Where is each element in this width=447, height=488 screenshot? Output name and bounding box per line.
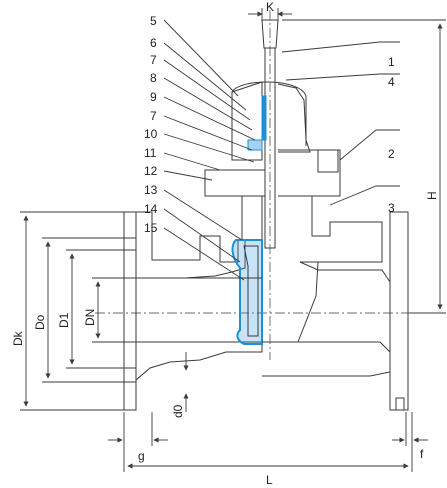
dim-label-d1: D1	[57, 312, 71, 328]
bonnet-exterior	[231, 81, 307, 146]
part-number-6: 6	[150, 36, 157, 50]
part-number-labels: 5 6 7 8 9 7 10 11 12 13 14 15 1 4 2 3	[144, 14, 395, 235]
stem-assembly	[247, 19, 279, 249]
body-right-neck	[290, 195, 383, 263]
part-number-11: 11	[144, 146, 157, 160]
right-flange	[389, 211, 409, 411]
part-number-13: 13	[144, 183, 158, 197]
part-number-12: 12	[144, 164, 158, 178]
part-leaders	[163, 19, 400, 281]
bolt-boss	[317, 149, 339, 173]
operating-cap	[261, 19, 279, 49]
wedge-core	[243, 245, 259, 337]
dim-label-f: f	[420, 447, 424, 461]
dimension-lines	[20, 8, 446, 472]
part-number-5: 5	[150, 14, 157, 28]
part-number-15: 15	[144, 221, 158, 235]
bonnet-cover	[277, 83, 311, 153]
bonnet-neck-section	[241, 195, 263, 241]
seat-line	[297, 261, 319, 343]
part-number-4: 4	[388, 75, 395, 89]
right-flange-bolt	[395, 397, 405, 411]
dim-label-dk: Dk	[11, 330, 25, 346]
gland-seal	[247, 139, 263, 151]
part-number-1: 1	[388, 55, 395, 69]
dim-label-dn: DN	[83, 309, 97, 326]
bonnet-flange-right	[278, 149, 341, 197]
left-flange	[123, 211, 137, 411]
dim-label-g: g	[138, 449, 145, 463]
part-number-3: 3	[388, 201, 395, 215]
dim-label-d0: d0	[171, 404, 185, 418]
part-number-10: 10	[144, 127, 158, 141]
wedge-seal	[231, 239, 263, 345]
dim-label-do: Do	[33, 314, 47, 330]
stem-nut-seal	[261, 95, 267, 141]
part-number-8: 8	[150, 71, 157, 85]
bonnet-section	[231, 81, 263, 161]
body-right-lower	[262, 341, 391, 377]
dim-label-k: K	[266, 0, 274, 14]
part-number-14: 14	[144, 202, 158, 216]
wedge	[231, 239, 263, 345]
dim-label-h: H	[425, 191, 439, 200]
part-number-7b: 7	[150, 109, 157, 123]
dim-label-l: L	[266, 473, 273, 487]
body-lower-wall	[135, 341, 263, 382]
dimension-labels: K H Dk Do D1 DN d0 g f L	[11, 0, 439, 487]
part-number-2: 2	[388, 147, 395, 161]
part-number-7: 7	[150, 53, 157, 67]
bonnet-flange-section	[204, 169, 266, 197]
part-number-9: 9	[150, 90, 157, 104]
